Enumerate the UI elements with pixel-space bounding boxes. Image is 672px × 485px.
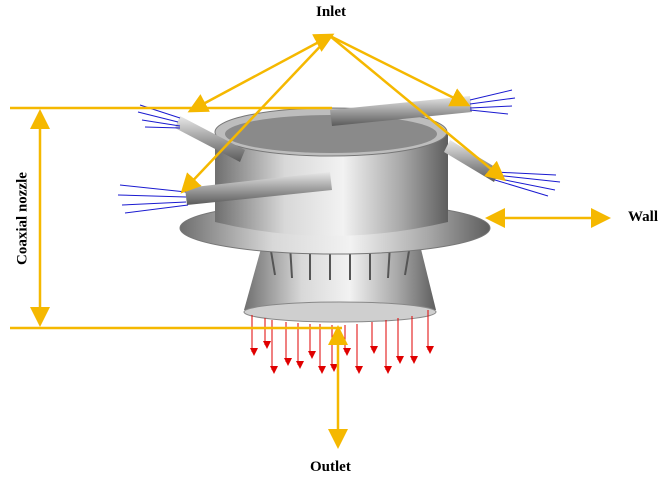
cylinder-body [214,107,448,236]
inlet-label: Inlet [316,4,346,20]
annotation-lines [10,33,611,449]
coaxial-nozzle-label: Coaxial nozzle [14,172,31,265]
nozzle-cone [243,244,437,323]
inlet-pipes [175,96,500,205]
outlet-label: Outlet [310,459,351,475]
wall-label: Wall [628,209,659,225]
